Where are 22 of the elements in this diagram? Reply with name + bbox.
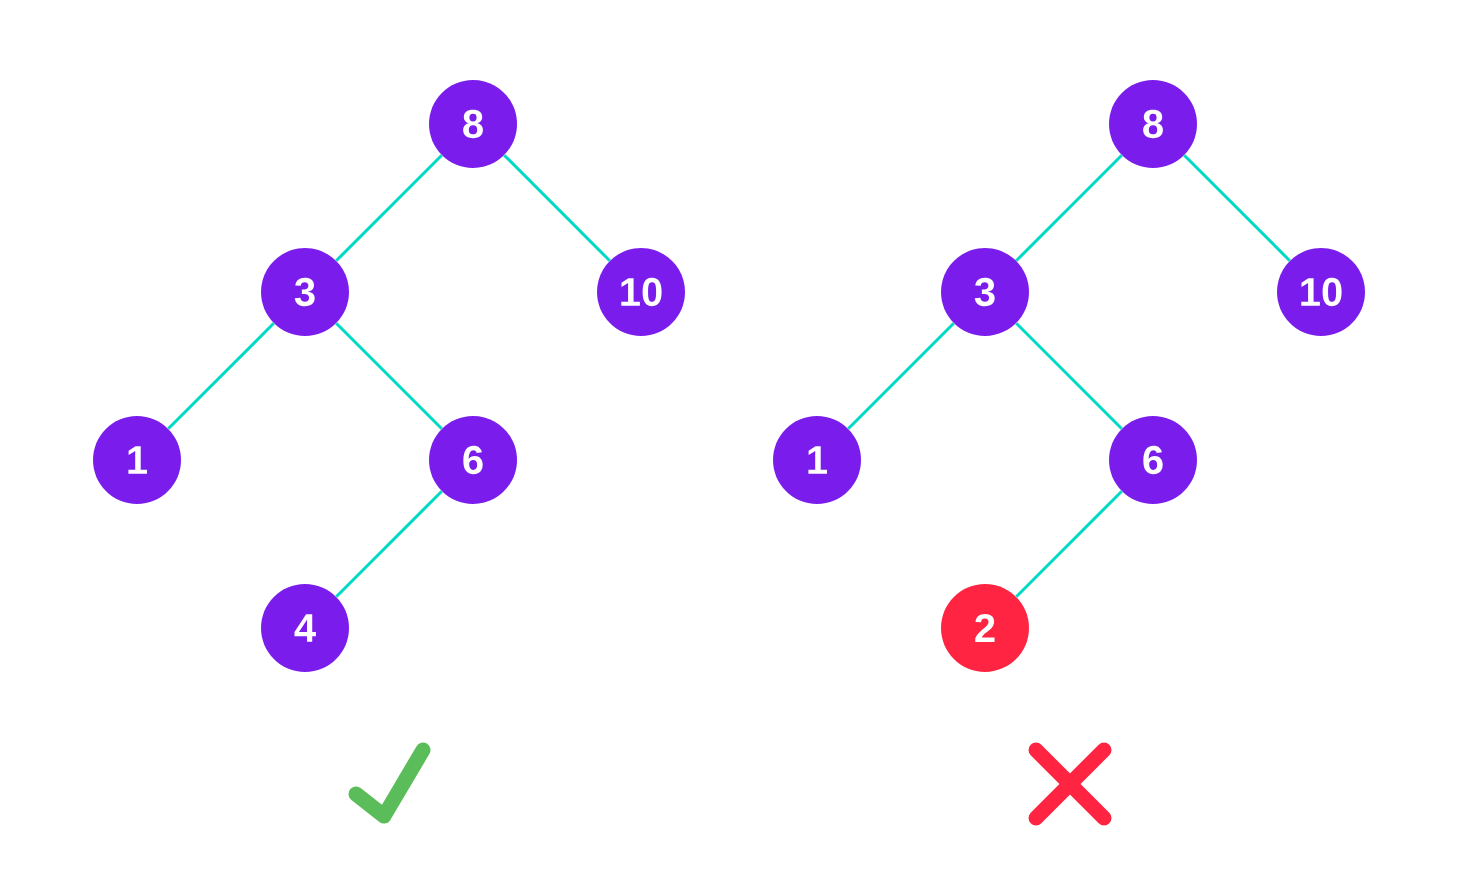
tree-edge (167, 322, 275, 430)
tree-edge (335, 154, 443, 262)
tree-edge (335, 322, 443, 430)
tree-node: 10 (1277, 248, 1365, 336)
tree-edge (1183, 154, 1291, 262)
tree-node: 4 (261, 584, 349, 672)
tree-node: 1 (93, 416, 181, 504)
tree-node: 10 (597, 248, 685, 336)
tree-node: 6 (1109, 416, 1197, 504)
tree-edge (847, 322, 955, 430)
tree-node: 6 (429, 416, 517, 504)
tree-edge (1015, 322, 1123, 430)
tree-node: 8 (429, 80, 517, 168)
tree-node: 8 (1109, 80, 1197, 168)
tree-node: 3 (941, 248, 1029, 336)
tree-edge (1015, 154, 1123, 262)
tree-edge (503, 154, 611, 262)
tree-edge (335, 490, 443, 598)
tree-node: 1 (773, 416, 861, 504)
tree-edge (1015, 490, 1123, 598)
tree-node: 3 (261, 248, 349, 336)
tree-node: 2 (941, 584, 1029, 672)
